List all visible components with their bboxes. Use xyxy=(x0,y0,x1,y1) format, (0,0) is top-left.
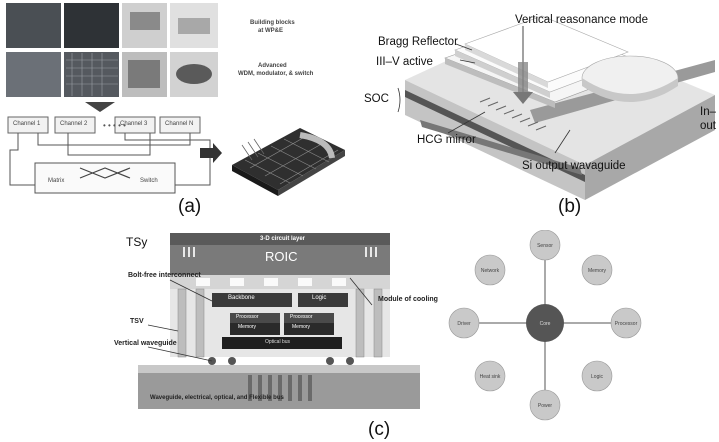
channel-modules: • • • • • xyxy=(7,116,201,134)
network-node xyxy=(474,360,506,392)
label-block-processor: Processor xyxy=(290,314,313,320)
mesa-stack xyxy=(444,15,679,131)
switch-label: Matrix xyxy=(48,178,65,184)
network-node-label: Processor xyxy=(615,321,638,327)
channel-label: Channel 3 xyxy=(120,121,148,127)
label-tsy: TSy xyxy=(126,235,148,249)
caption-advanced: Advanced xyxy=(258,63,287,69)
label-soc: SOC xyxy=(364,93,389,105)
panel-c-figure xyxy=(138,233,420,409)
hub-label: Core xyxy=(540,321,551,327)
label-vertical-mode: Vertical reasonance mode xyxy=(515,14,648,26)
channel-label: Channel 2 xyxy=(60,121,88,127)
label-io-in: In– xyxy=(700,106,716,118)
micrograph-tiles xyxy=(6,3,218,97)
panel-a-label: (a) xyxy=(178,196,202,217)
label-block-memory: Memory xyxy=(292,324,311,330)
label-block-backbone: Backbone xyxy=(228,295,255,301)
network-node-label: Power xyxy=(538,403,553,409)
label-hcg-mirror: HCG mirror xyxy=(417,134,476,146)
hub-node xyxy=(526,304,564,342)
panel-b-label: (b) xyxy=(558,196,582,217)
network-node-label: Sensor xyxy=(537,243,553,249)
network-node xyxy=(448,307,480,339)
panel-c-label: (c) xyxy=(368,419,391,440)
label-bragg-reflector: Bragg Reflector xyxy=(378,36,458,48)
caption-advanced-2: WDM, modulator, & switch xyxy=(238,71,314,77)
label-roic: ROIC xyxy=(265,249,298,264)
label-block-processor: Processor xyxy=(236,314,259,320)
label-tsv: TSV xyxy=(130,318,144,325)
label-block-logic: Logic xyxy=(312,295,327,301)
label-si-output: Si output wavaguide xyxy=(522,160,626,172)
vertical-arrow-icon xyxy=(513,92,533,104)
label-bolt-free: Bolt-free interconnect xyxy=(128,272,201,279)
label-active: III–V active xyxy=(376,56,433,68)
svg-text:• • • • •: • • • • • xyxy=(103,121,126,130)
network-node-label: Memory xyxy=(588,268,607,274)
label-io-out: out xyxy=(700,120,716,132)
network-node-label: Logic xyxy=(591,374,603,380)
network-node-label: Driver xyxy=(457,321,471,327)
panel-b-figure xyxy=(397,15,715,200)
network-node-label: Heat sink xyxy=(480,374,501,380)
network-node xyxy=(581,254,613,286)
network-node xyxy=(581,360,613,392)
arrow-right-icon xyxy=(200,143,222,163)
panel-a-figure: • • • • • xyxy=(6,3,345,196)
label-top-bar: 3-D circuit layer xyxy=(260,236,306,242)
arrow-down-icon xyxy=(85,102,115,112)
label-block-optical-bus: Optical bus xyxy=(265,339,291,345)
network-node-label: Network xyxy=(481,268,500,274)
network-node xyxy=(610,307,642,339)
block-backbone xyxy=(212,293,292,307)
channel-label: Channel 1 xyxy=(13,121,41,127)
block-logic xyxy=(298,293,348,307)
chip-drawing xyxy=(232,128,345,196)
caption-building-blocks: Building blocks xyxy=(250,20,295,26)
network-node xyxy=(474,254,506,286)
network-node xyxy=(529,389,561,421)
switch-label: Switch xyxy=(140,178,158,184)
label-bottom-caption: Waveguide, electrical, optical, and Flex… xyxy=(150,395,284,401)
label-cooling: Module of cooling xyxy=(378,296,438,303)
label-vertical-waveguide: Vertical waveguide xyxy=(114,340,177,347)
network-node xyxy=(529,230,561,261)
caption-building-blocks-2: at WP&E xyxy=(258,28,284,34)
channel-label: Channel N xyxy=(165,121,194,127)
block-optical-bus xyxy=(222,337,342,349)
label-block-memory: Memory xyxy=(238,324,257,330)
